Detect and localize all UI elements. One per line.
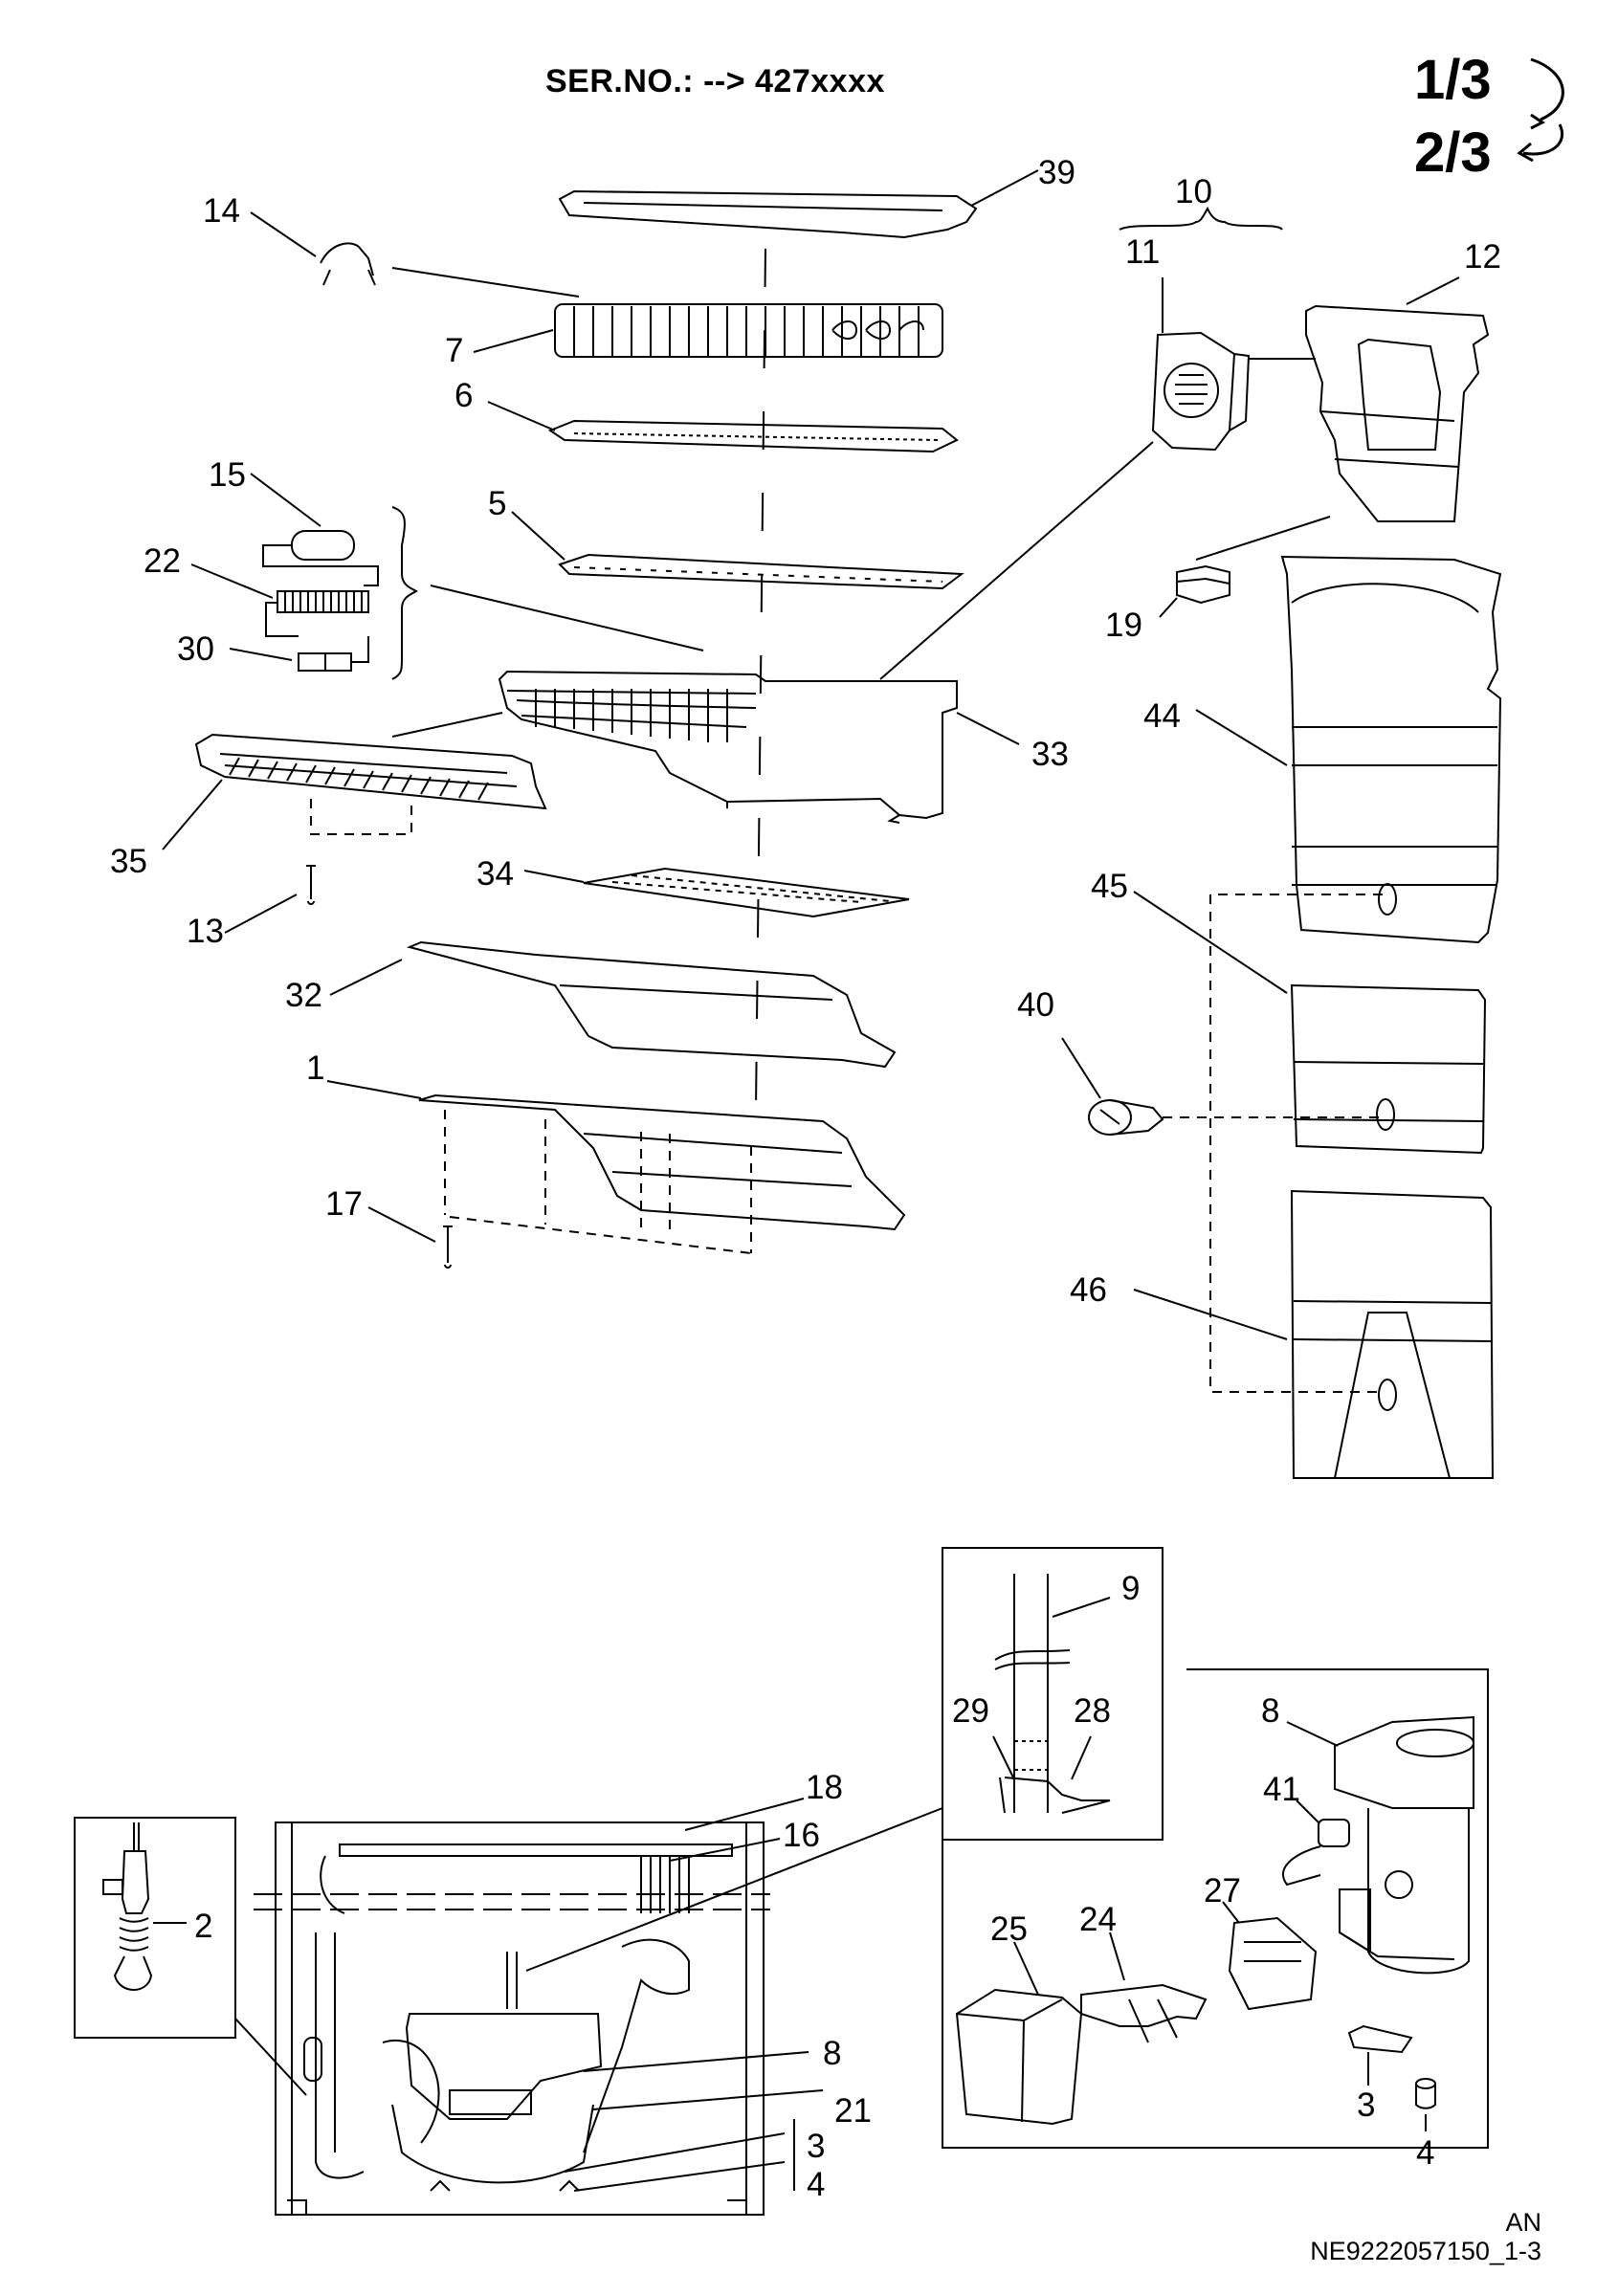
part-24-thermostat: [1080, 1932, 1208, 2043]
label-45: 45: [1091, 868, 1128, 905]
label-2: 2: [194, 1908, 212, 1945]
part-41-capacitor: [1282, 1799, 1350, 1887]
parts-group-brace: [391, 506, 704, 680]
part-7-evaporator: [473, 303, 943, 358]
label-18: 18: [806, 1769, 843, 1806]
label-1: 1: [306, 1049, 324, 1087]
label-41: 41: [1263, 1771, 1300, 1808]
label-9: 9: [1121, 1570, 1140, 1607]
label-11: 11: [1125, 233, 1160, 271]
label-46: 46: [1070, 1271, 1107, 1309]
serial-number-label: SER.NO.: --> 427xxxx: [545, 63, 885, 99]
part-46-panel: [1133, 1189, 1495, 1479]
footer-code-line2: NE9222057150_1-3: [1310, 2237, 1541, 2265]
part-number-labels: 39 10 11 12 14 7 6 15 5 22 30 19 44 33 3…: [110, 154, 1501, 2203]
part-13-screw: [224, 865, 316, 934]
label-44: 44: [1143, 697, 1181, 735]
label-25: 25: [990, 1910, 1028, 1948]
part-34-plate: [523, 867, 910, 918]
part-35-grille: [162, 712, 547, 850]
part-25-cover: [955, 1941, 1083, 2126]
label-39: 39: [1038, 154, 1075, 191]
page-indicator-current: 1/3: [1414, 49, 1492, 111]
label-3-cabinet: 3: [807, 2128, 825, 2165]
label-19: 19: [1105, 607, 1142, 644]
part-8-compressor: [1286, 1715, 1474, 1975]
label-15: 15: [209, 456, 246, 494]
part-4-grommet: [1415, 2078, 1436, 2131]
label-32: 32: [285, 977, 322, 1014]
label-16: 16: [783, 1817, 820, 1854]
part-33-housing: [498, 670, 1020, 824]
label-7: 7: [445, 332, 463, 369]
part-15-capacitor: [250, 473, 379, 586]
label-17: 17: [325, 1185, 363, 1223]
label-29: 29: [952, 1692, 989, 1730]
cabinet-back-view: [254, 1798, 943, 2216]
part-1-bottom-tray: [326, 1080, 906, 1254]
label-8-compressor: 8: [1261, 1692, 1279, 1730]
label-8-cabinet: 8: [823, 2035, 841, 2072]
page-indicator-next[interactable]: 2/3: [1414, 121, 1492, 184]
label-33: 33: [1031, 736, 1069, 773]
page-back-arrow-icon[interactable]: [1517, 123, 1563, 163]
label-27: 27: [1204, 1872, 1241, 1910]
part-39-cover: [558, 169, 1039, 239]
label-14: 14: [203, 192, 240, 230]
part-14-clip: [250, 211, 580, 298]
part-19-block: [1159, 564, 1230, 618]
label-13: 13: [187, 913, 224, 950]
label-24: 24: [1079, 1901, 1117, 1938]
part-17-screw: [367, 1206, 453, 1269]
label-5: 5: [488, 485, 506, 522]
label-40: 40: [1017, 986, 1054, 1024]
part-22-heater: [190, 563, 369, 637]
label-10: 10: [1175, 173, 1212, 210]
part-44-panel: [1195, 555, 1502, 944]
part-12-fan-cover: [1195, 276, 1490, 561]
label-35: 35: [110, 843, 147, 880]
panel-connection-line: [1209, 894, 1383, 1393]
part-45-panel: [1133, 891, 1487, 1155]
label-6: 6: [454, 377, 473, 414]
label-4-cabinet: 4: [807, 2166, 825, 2203]
inset-thermostat-detail: [74, 1817, 307, 2096]
label-12: 12: [1464, 238, 1501, 276]
assembly-axis-line: [755, 248, 766, 1111]
label-21: 21: [834, 2092, 872, 2130]
part-27-relay: [1222, 1901, 1318, 2011]
part-5-shelf: [511, 511, 964, 590]
part-30-connector: [229, 636, 369, 672]
label-30: 30: [177, 630, 214, 668]
label-3-bracket: 3: [1357, 2086, 1375, 2124]
label-34: 34: [477, 855, 514, 893]
part-3-bracket: [1347, 2024, 1413, 2086]
part-6-grid-tray: [487, 401, 959, 453]
page-forward-arrow-icon[interactable]: [1530, 57, 1564, 130]
label-4-grommet: 4: [1416, 2134, 1434, 2172]
part-32-cover: [329, 940, 897, 1069]
label-22: 22: [144, 542, 181, 580]
compressor-parts-box: [942, 1668, 1489, 2149]
footer-code-line1: AN: [1505, 2208, 1541, 2237]
part-40-plug: [1061, 1037, 1383, 1136]
part-10-fan-assembly: [879, 206, 1316, 680]
label-28: 28: [1074, 1692, 1111, 1730]
